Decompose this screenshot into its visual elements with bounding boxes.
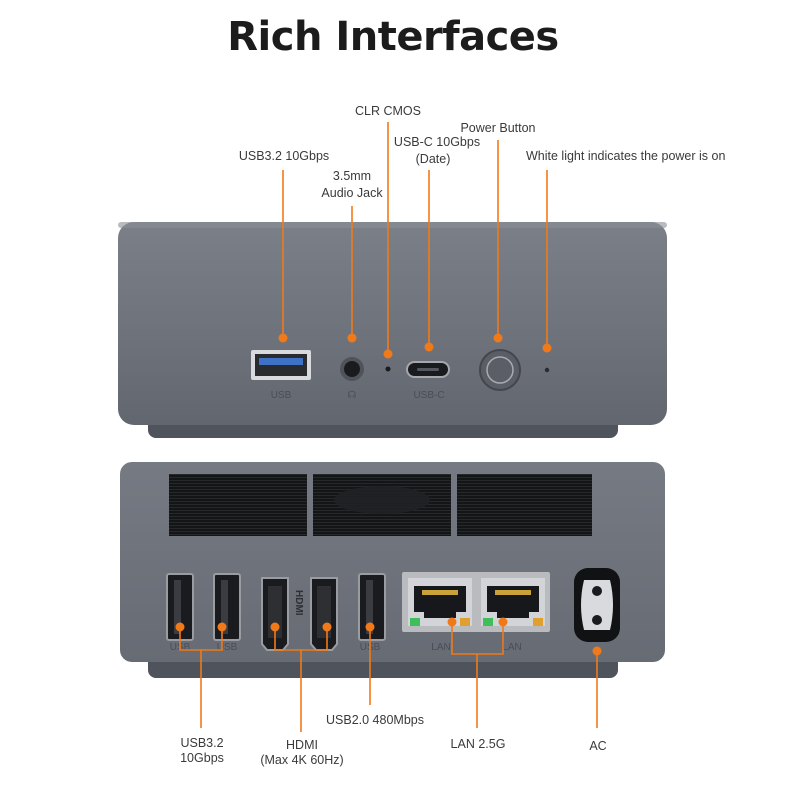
headphone-icon: ☊ <box>348 390 357 401</box>
lan-port-2 <box>481 578 545 626</box>
label-power-led: White light indicates the power is on <box>526 149 726 163</box>
label-usb32-rear-line1: USB3.2 <box>180 736 224 750</box>
power-led <box>544 367 550 373</box>
label-clr-cmos: CLR CMOS <box>355 104 421 118</box>
rear-callouts <box>175 617 602 732</box>
lan-label-2: LAN <box>502 642 521 653</box>
usbc-label: USB-C <box>413 390 444 401</box>
vent-right <box>457 474 592 536</box>
lan-port-1 <box>408 578 472 626</box>
front-panel: USB ☊ USB-C <box>118 222 667 438</box>
label-usb32-rear-line2: 10Gbps <box>180 751 224 765</box>
rear-usb-label-2: USB <box>217 642 238 653</box>
label-hdmi-line1: HDMI <box>286 738 318 752</box>
label-usb20: USB2.0 480Mbps <box>326 713 424 727</box>
label-usbc-line1: USB-C 10Gbps <box>393 135 481 149</box>
front-body <box>118 222 667 425</box>
vent-left <box>169 474 307 536</box>
label-power-button: Power Button <box>460 121 536 135</box>
label-usbc-line2: (Date) <box>415 152 451 166</box>
front-callouts <box>278 122 552 359</box>
label-audio-line2: Audio Jack <box>321 186 383 200</box>
label-ac: AC <box>589 739 607 753</box>
label-lan: LAN 2.5G <box>450 737 506 751</box>
label-hdmi-line2: (Max 4K 60Hz) <box>260 753 344 767</box>
front-usb-label: USB <box>271 390 292 401</box>
rear-panel: HDMI USB USB USB LAN <box>120 462 665 678</box>
clr-cmos-pinhole <box>385 366 391 372</box>
label-usb32-front: USB3.2 10Gbps <box>238 149 330 163</box>
label-audio-line1: 3.5mm <box>332 169 372 183</box>
page-title: Rich Interfaces <box>227 14 559 60</box>
lan-label-1: LAN <box>431 642 450 653</box>
power-button <box>479 349 521 391</box>
hdmi-label: HDMI <box>293 590 304 616</box>
